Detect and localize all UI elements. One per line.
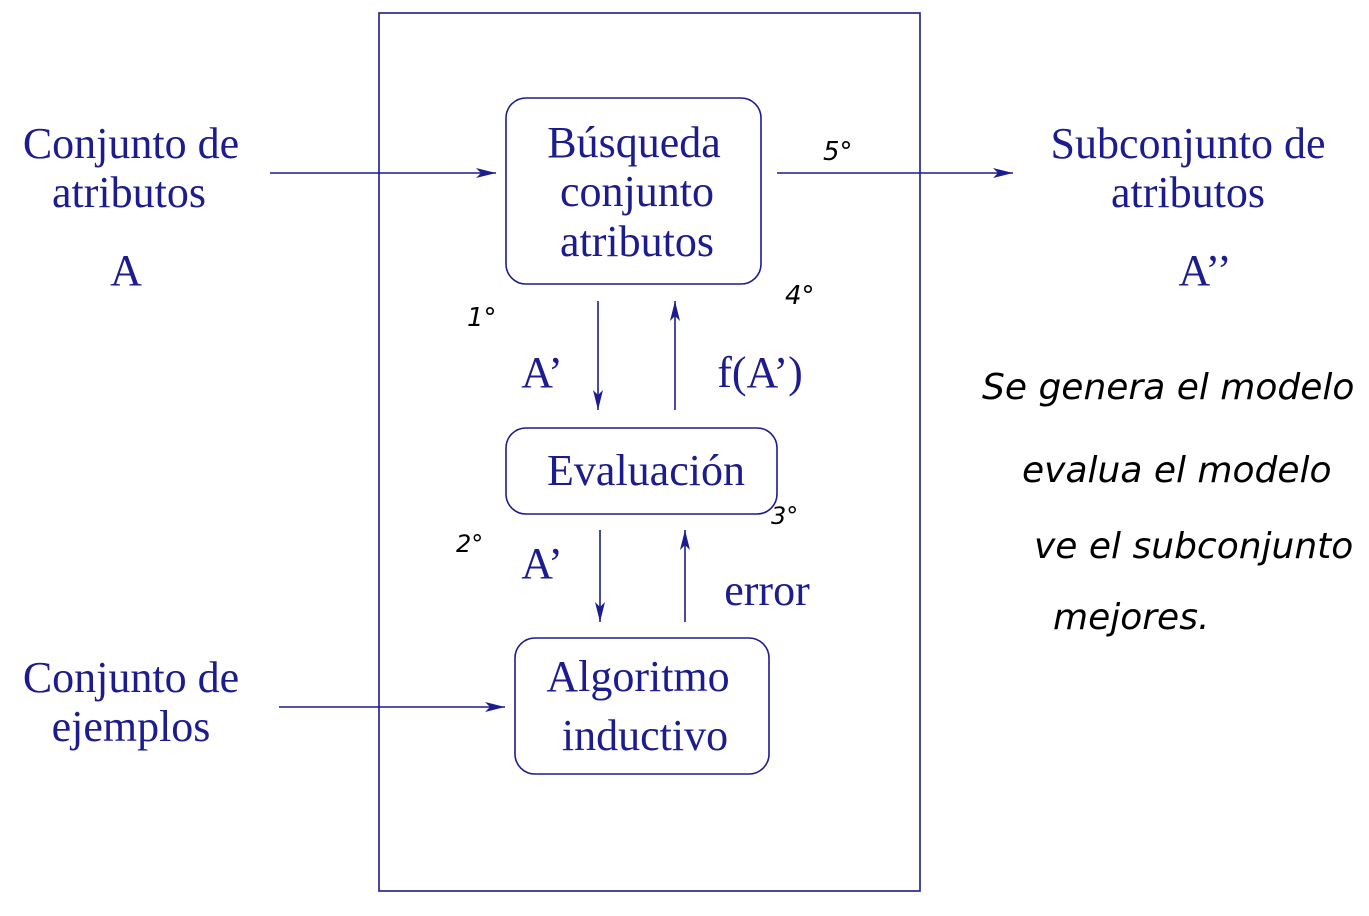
handwritten-step-2: 2° bbox=[456, 530, 483, 558]
search-node-line1: Búsqueda bbox=[547, 118, 721, 167]
attributes-input-label-line1: Conjunto de bbox=[23, 119, 239, 168]
search-to-evaluation-label: A’ bbox=[521, 348, 563, 397]
output-label-line1: Subconjunto de bbox=[1051, 119, 1326, 168]
evaluation-to-search-label: f(A’) bbox=[717, 348, 803, 397]
handwritten-step-1: 1° bbox=[467, 303, 497, 333]
handwritten-note-line4: mejores. bbox=[1053, 597, 1209, 638]
search-node-line2: conjunto bbox=[560, 167, 714, 216]
evaluation-node-label: Evaluación bbox=[547, 446, 745, 495]
examples-input-label-line1: Conjunto de bbox=[23, 653, 239, 702]
algorithm-node-line2: inductivo bbox=[562, 711, 728, 760]
handwritten-note-line3: ve el subconjunto bbox=[1034, 526, 1353, 567]
handwritten-step-3: 3° bbox=[771, 502, 798, 530]
handwritten-note-line2: evalua el modelo bbox=[1022, 450, 1332, 491]
algorithm-to-evaluation-label: error bbox=[724, 566, 810, 615]
output-symbol: A’’ bbox=[1179, 246, 1232, 295]
evaluation-node-box bbox=[505, 427, 778, 515]
handwritten-step-5: 5° bbox=[823, 137, 853, 167]
output-label-line2: atributos bbox=[1111, 168, 1265, 217]
evaluation-to-algorithm-label: A’ bbox=[521, 539, 563, 588]
algorithm-node-line1: Algoritmo bbox=[546, 652, 729, 701]
search-node-box bbox=[505, 97, 762, 285]
algorithm-node-box bbox=[514, 637, 770, 775]
examples-input-label-line2: ejemplos bbox=[52, 702, 211, 751]
outer-frame bbox=[378, 12, 921, 892]
search-node-line3: atributos bbox=[560, 217, 714, 266]
attributes-input-label-line2: atributos bbox=[52, 168, 206, 217]
attributes-input-symbol: A bbox=[110, 246, 142, 295]
handwritten-note-line1: Se genera el modelo bbox=[982, 367, 1354, 408]
handwritten-step-4: 4° bbox=[785, 281, 815, 311]
